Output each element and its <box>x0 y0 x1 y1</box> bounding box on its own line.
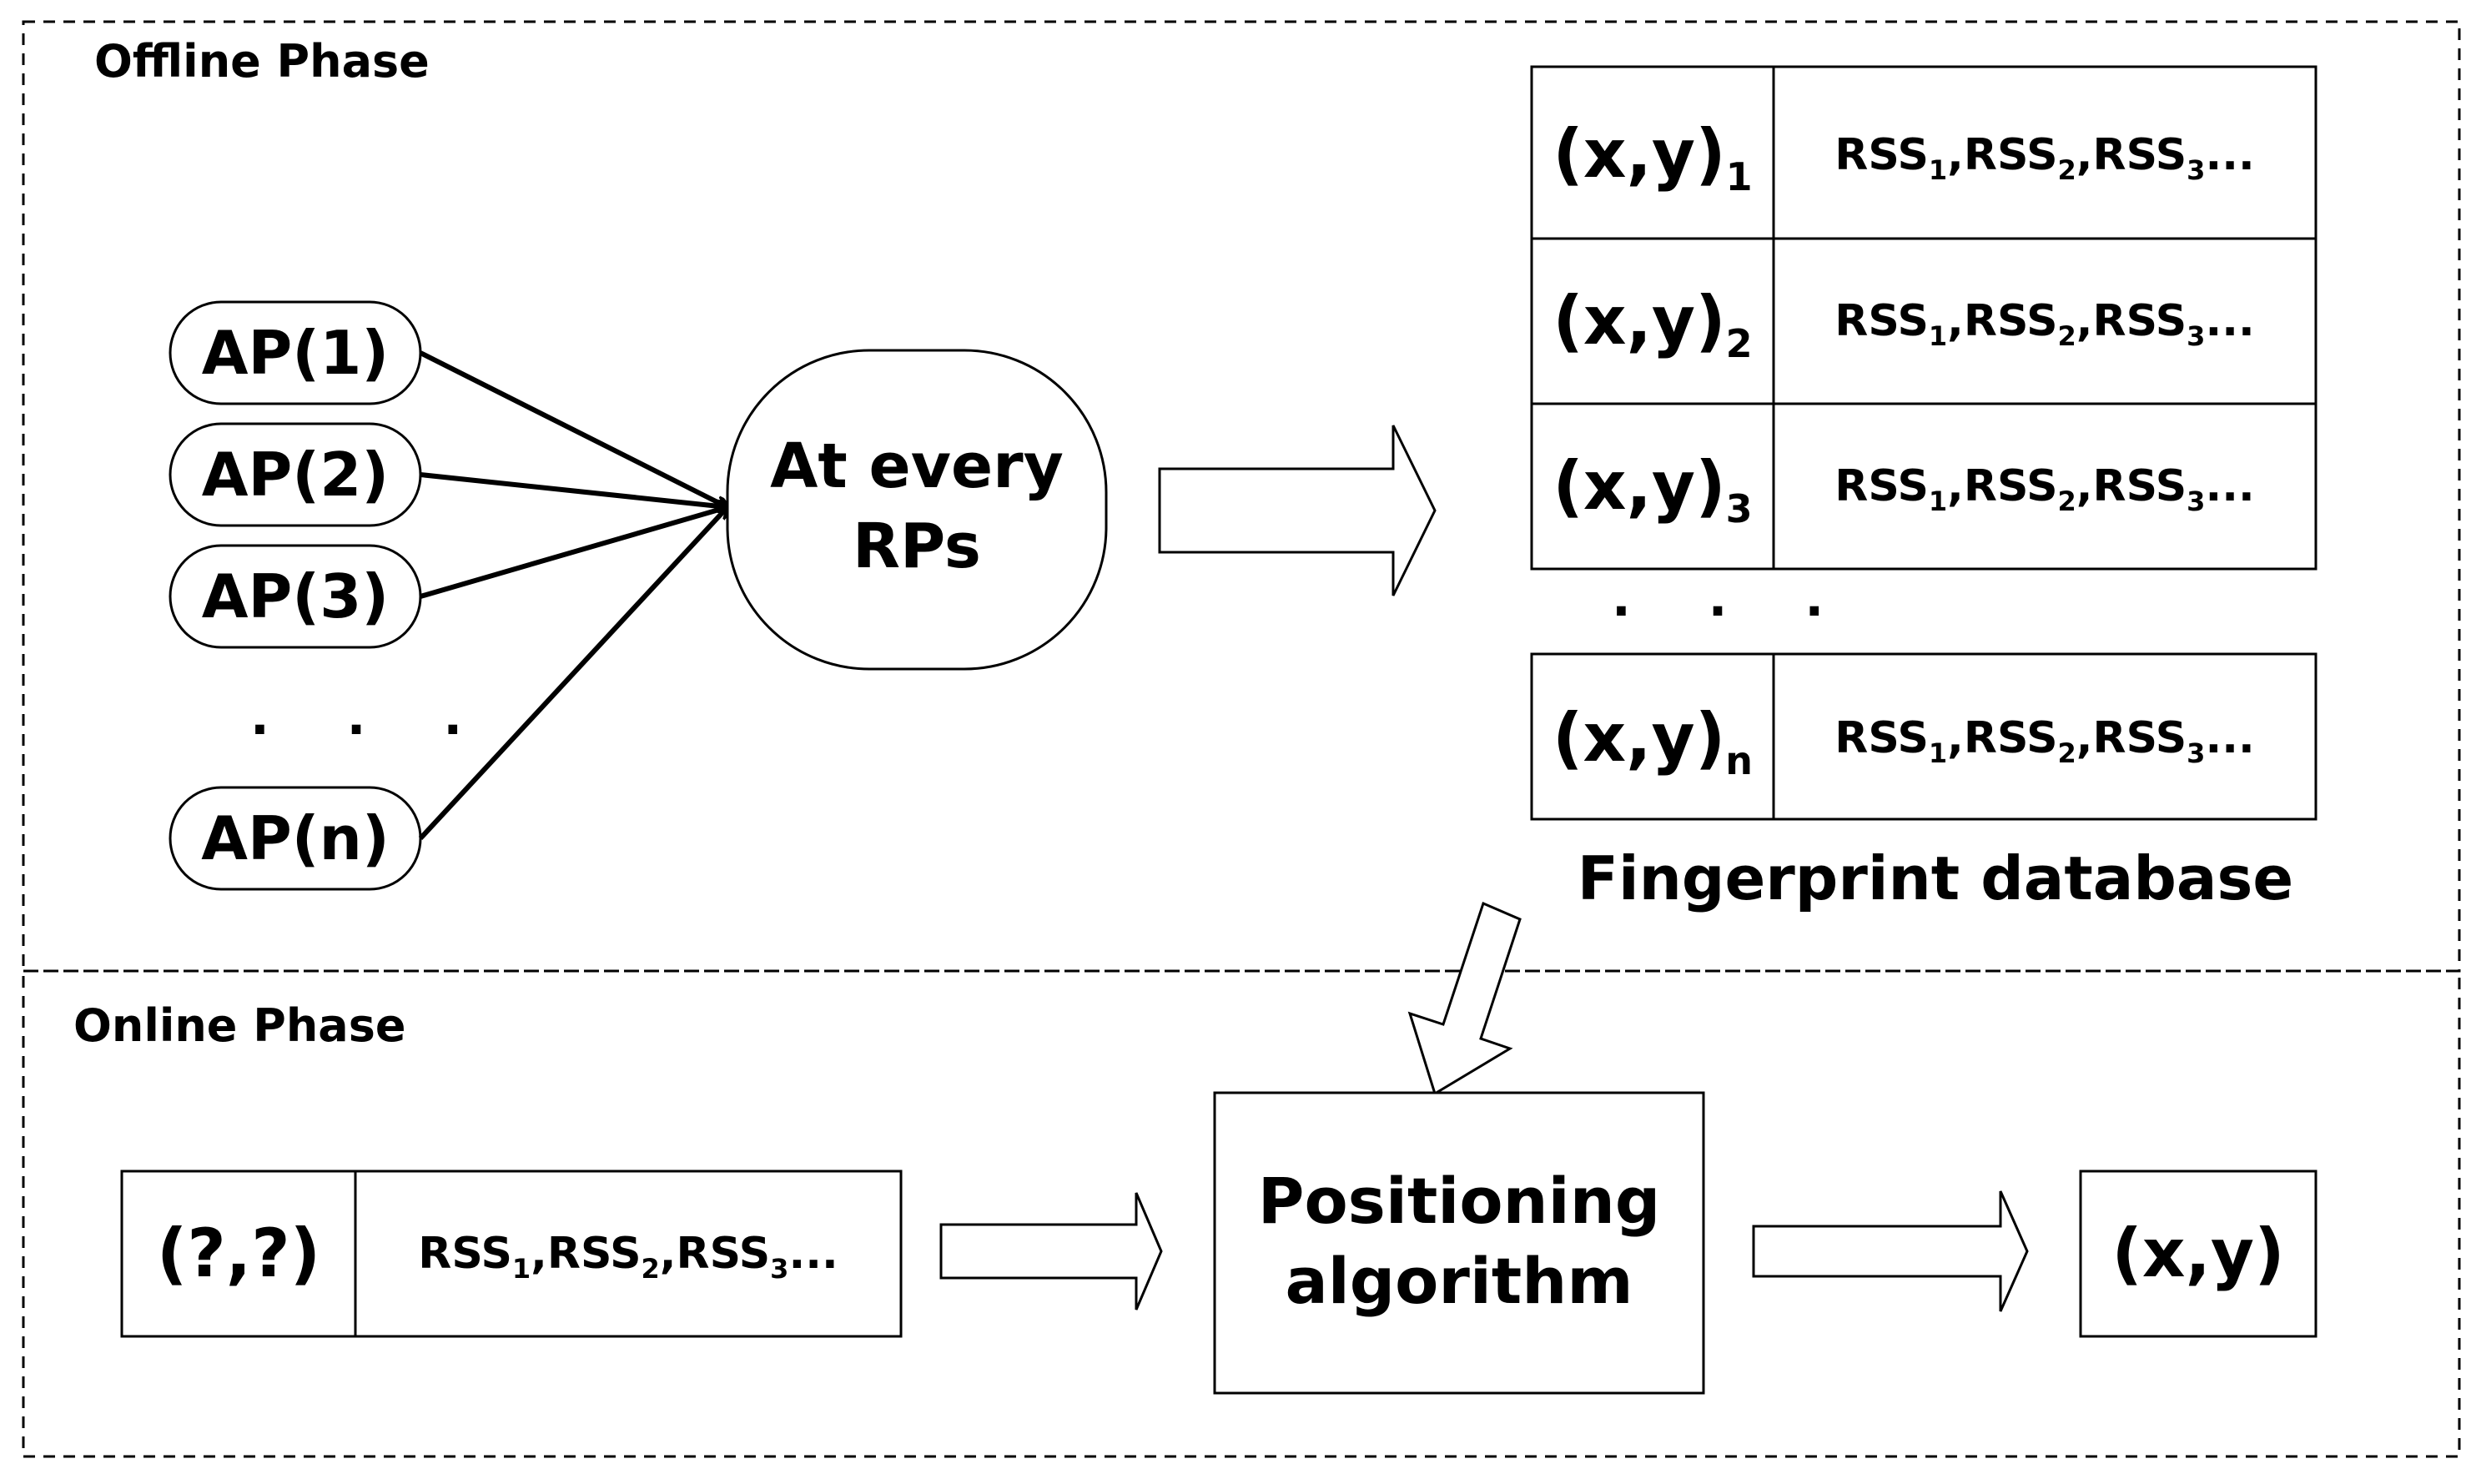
database-to-algorithm-arrow <box>1407 901 1522 1096</box>
result-position-box: (x,y) <box>2079 1170 2317 1338</box>
svg-text:AP(n): AP(n) <box>201 803 390 873</box>
svg-text:AP(3): AP(3) <box>202 561 389 631</box>
svg-text:(x,y): (x,y) <box>2111 1215 2284 1292</box>
svg-text:RSS1,RSS2,RSS3...: RSS1,RSS2,RSS3... <box>418 1229 838 1285</box>
database-row-n: (x,y)n RSS1,RSS2,RSS3... <box>1530 652 2317 821</box>
svg-text:RSS1,RSS2,RSS3...: RSS1,RSS2,RSS3... <box>1834 713 2254 769</box>
online-phase-label: Online Phase <box>73 999 405 1052</box>
access-point-1: AP(1) <box>169 300 422 405</box>
algorithm-to-result-arrow <box>1752 1190 2029 1312</box>
svg-text:RSS1,RSS2,RSS3...: RSS1,RSS2,RSS3... <box>1834 130 2254 186</box>
offline-phase-label: Offline Phase <box>94 35 430 88</box>
database-row-1: (x,y)1 RSS1,RSS2,RSS3... <box>1530 65 2317 240</box>
access-point-3: AP(3) <box>169 544 422 649</box>
svg-text:(x,y)2: (x,y)2 <box>1553 282 1752 366</box>
svg-text:RSS1,RSS2,RSS3...: RSS1,RSS2,RSS3... <box>1834 296 2254 352</box>
ap-ellipsis: . . . <box>250 688 492 747</box>
rp-to-database-arrow <box>1158 425 1437 596</box>
svg-text:RSS1,RSS2,RSS3...: RSS1,RSS2,RSS3... <box>1834 461 2254 517</box>
svg-text:(x,y)n: (x,y)n <box>1553 699 1753 783</box>
positioning-algorithm-box: Positioning algorithm <box>1213 1091 1705 1395</box>
svg-text:RPs: RPs <box>853 511 981 582</box>
access-point-n: AP(n) <box>169 786 422 891</box>
online-query-record: (?,?) RSS1,RSS2,RSS3... <box>120 1170 903 1338</box>
database-row-3: (x,y)3 RSS1,RSS2,RSS3... <box>1530 402 2317 571</box>
reference-points-node: At every RPs <box>726 349 1108 671</box>
svg-text:Positioning: Positioning <box>1258 1164 1660 1238</box>
svg-text:algorithm: algorithm <box>1285 1244 1633 1318</box>
ap-to-rp-arrows <box>418 350 727 841</box>
database-ellipsis: . . . <box>1612 570 1854 628</box>
fingerprint-database: (x,y)1 RSS1,RSS2,RSS3... (x,y)2 RSS1,RSS… <box>1530 65 2317 913</box>
offline-phase-frame <box>22 20 2461 973</box>
query-to-algorithm-arrow <box>939 1192 1163 1310</box>
svg-text:AP(1): AP(1) <box>202 318 389 388</box>
access-point-2: AP(2) <box>169 422 422 527</box>
svg-text:At every: At every <box>770 430 1064 502</box>
svg-text:AP(2): AP(2) <box>202 440 389 510</box>
svg-text:(x,y)3: (x,y)3 <box>1553 447 1752 531</box>
svg-text:(x,y)1: (x,y)1 <box>1553 115 1752 199</box>
svg-text:(?,?): (?,?) <box>157 1215 320 1292</box>
database-caption: Fingerprint database <box>1578 843 2293 913</box>
database-row-2: (x,y)2 RSS1,RSS2,RSS3... <box>1530 237 2317 405</box>
